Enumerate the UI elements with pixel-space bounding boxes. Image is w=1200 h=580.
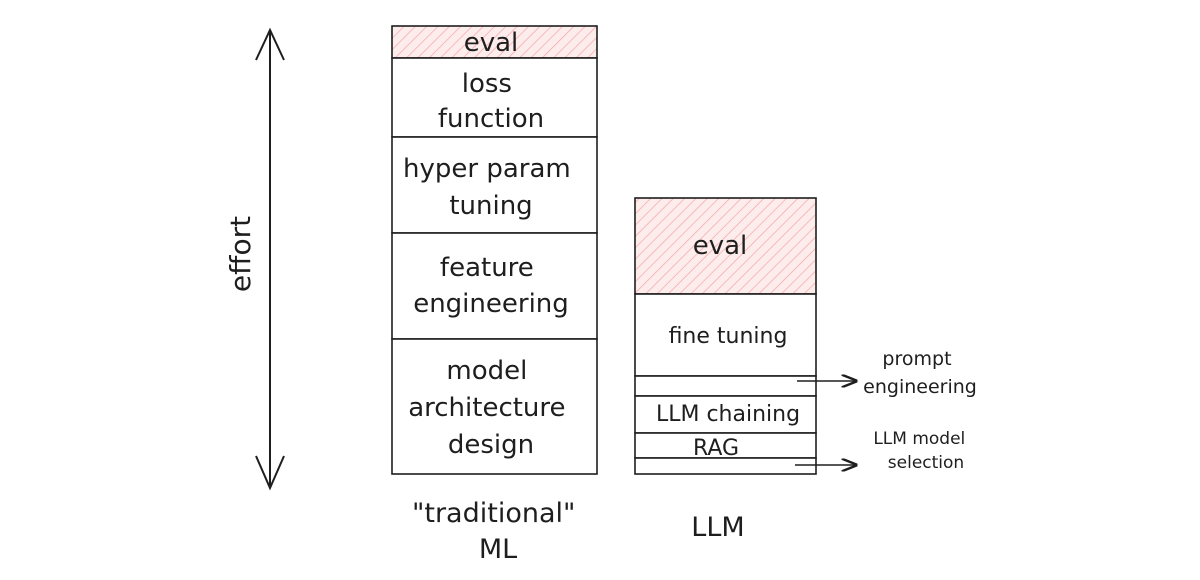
llm-segment-prompt-engineering bbox=[634, 375, 817, 397]
trad-feature-engineering-label: feature engineering bbox=[413, 253, 569, 319]
traditional-ml-stack: eval loss function hyper param tuning fe… bbox=[391, 25, 598, 565]
llm-model-selection-callout: LLM model selection bbox=[873, 429, 970, 473]
llm-segment-llm-model-selection bbox=[634, 457, 817, 475]
trad-eval-label: eval bbox=[464, 28, 519, 58]
trad-segment-hyper-param-tuning bbox=[391, 136, 598, 234]
traditional-ml-caption: "traditional" ML bbox=[412, 498, 584, 565]
llm-chaining-label: LLM chaining bbox=[656, 402, 800, 427]
llm-callouts: prompt engineering LLM model selection bbox=[795, 348, 977, 473]
llm-eval-label: eval bbox=[693, 231, 748, 261]
llm-caption: LLM bbox=[691, 512, 744, 543]
effort-axis: effort bbox=[224, 27, 285, 491]
effort-axis-arrow-down bbox=[255, 455, 285, 491]
prompt-engineering-callout: prompt engineering bbox=[863, 348, 977, 398]
effort-axis-arrow-up bbox=[255, 27, 285, 61]
trad-segment-loss-function bbox=[391, 57, 598, 138]
trad-segment-model-architecture-design bbox=[391, 338, 598, 475]
trad-hyper-param-tuning-label: hyper param tuning bbox=[403, 154, 579, 221]
llm-segment-fine-tuning bbox=[634, 293, 817, 377]
llm-segment-eval bbox=[634, 197, 817, 295]
llm-stack: eval fine tuning LLM chaining RAG LLM bbox=[634, 197, 817, 543]
llm-fine-tuning-label: fine tuning bbox=[669, 324, 788, 349]
trad-segment-feature-engineering bbox=[391, 232, 598, 340]
effort-axis-label: effort bbox=[224, 216, 257, 292]
trad-loss-function-label: loss function bbox=[438, 69, 544, 134]
llm-rag-label: RAG bbox=[693, 436, 739, 461]
trad-model-architecture-design-label: model architecture design bbox=[408, 356, 574, 460]
llm-segment-rag bbox=[634, 432, 817, 459]
trad-segment-eval bbox=[391, 25, 598, 59]
